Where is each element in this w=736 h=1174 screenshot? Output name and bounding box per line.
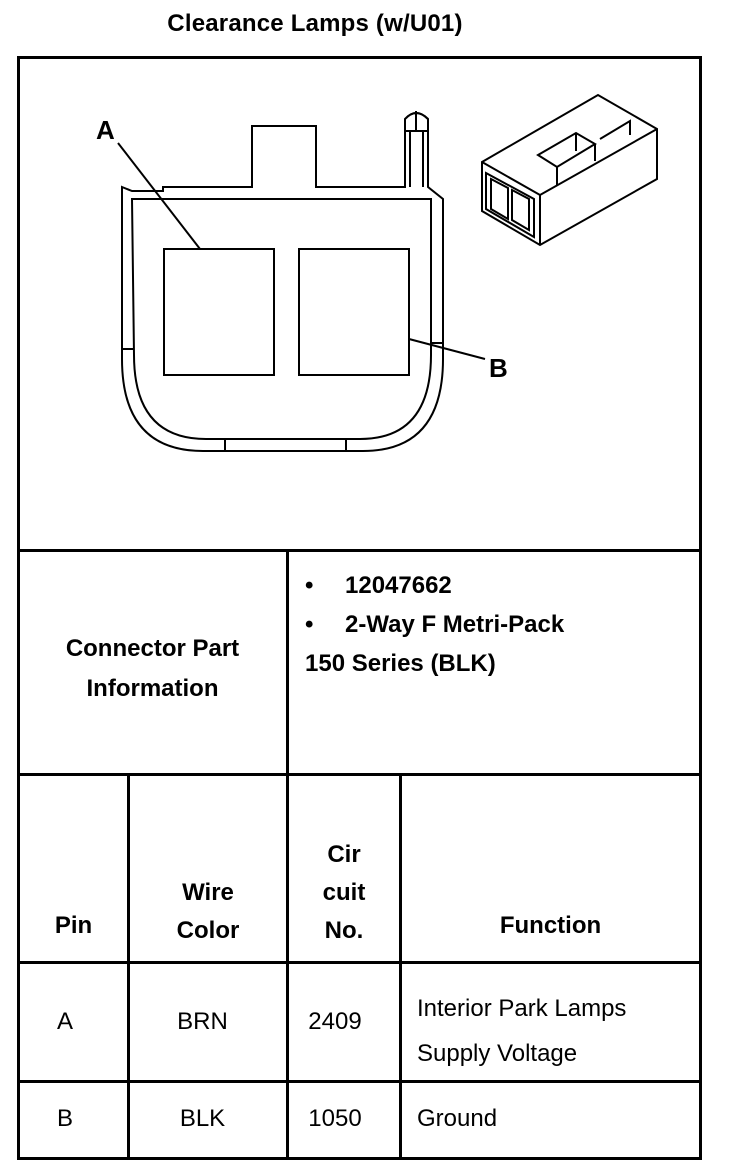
row-a-circuit: 2409: [308, 1008, 362, 1035]
pin-label-b: B: [489, 353, 508, 383]
connector-type-item: •2-Way F Metri-Pack: [305, 611, 565, 638]
divider-col-function: [399, 773, 402, 1160]
connector-series: 150 Series (BLK): [305, 650, 496, 677]
connector-diagram: A B: [96, 93, 658, 452]
divider-info: [17, 773, 702, 776]
divider-diagram: [17, 549, 702, 552]
pin-label-a: A: [96, 115, 115, 145]
connector-face-outer: [121, 112, 444, 452]
diagram-title: Clearance Lamps (w/U01): [167, 10, 463, 37]
connector-info-label: Connector Part Information: [20, 575, 285, 709]
connector-frame: [17, 56, 702, 1160]
leader-a: [117, 142, 201, 250]
connector-latch-tab: [251, 125, 317, 187]
header-pin: Pin: [54, 912, 93, 939]
connector-info-label-line2: Information: [86, 675, 219, 702]
part-number: 12047662: [345, 572, 452, 599]
part-number-item: •12047662: [305, 572, 452, 599]
divider-col-pin: [127, 773, 130, 1160]
header-wire-color: Wire Color: [176, 879, 240, 944]
cavity-a: [163, 248, 275, 376]
connector-lock-post: [404, 111, 429, 187]
divider-col-circuit-left: [286, 549, 289, 1160]
cavity-b: [298, 248, 410, 376]
row-b-circuit: 1050: [308, 1105, 362, 1132]
row-a-function: Interior Park Lamps Supply Voltage: [417, 995, 627, 1067]
row-b-function: Ground: [417, 1105, 498, 1132]
connector-face-inner: [130, 198, 432, 440]
divider-row-a: [17, 1080, 702, 1083]
divider-header: [17, 961, 702, 964]
header-function: Function: [499, 912, 602, 939]
connector-type: 2-Way F Metri-Pack: [345, 611, 565, 638]
header-circuit: Cir cuit No.: [322, 841, 366, 944]
connector-info-label-line1: Connector Part: [65, 635, 240, 662]
row-b-pin: B: [56, 1105, 73, 1132]
row-b-wire-color: BLK: [179, 1105, 226, 1132]
connector-face-rim: [122, 342, 443, 451]
row-a-pin: A: [56, 1008, 73, 1035]
row-a-wire-color: BRN: [177, 1008, 228, 1035]
leader-b: [408, 338, 486, 360]
connector-isometric-view: [481, 93, 658, 247]
